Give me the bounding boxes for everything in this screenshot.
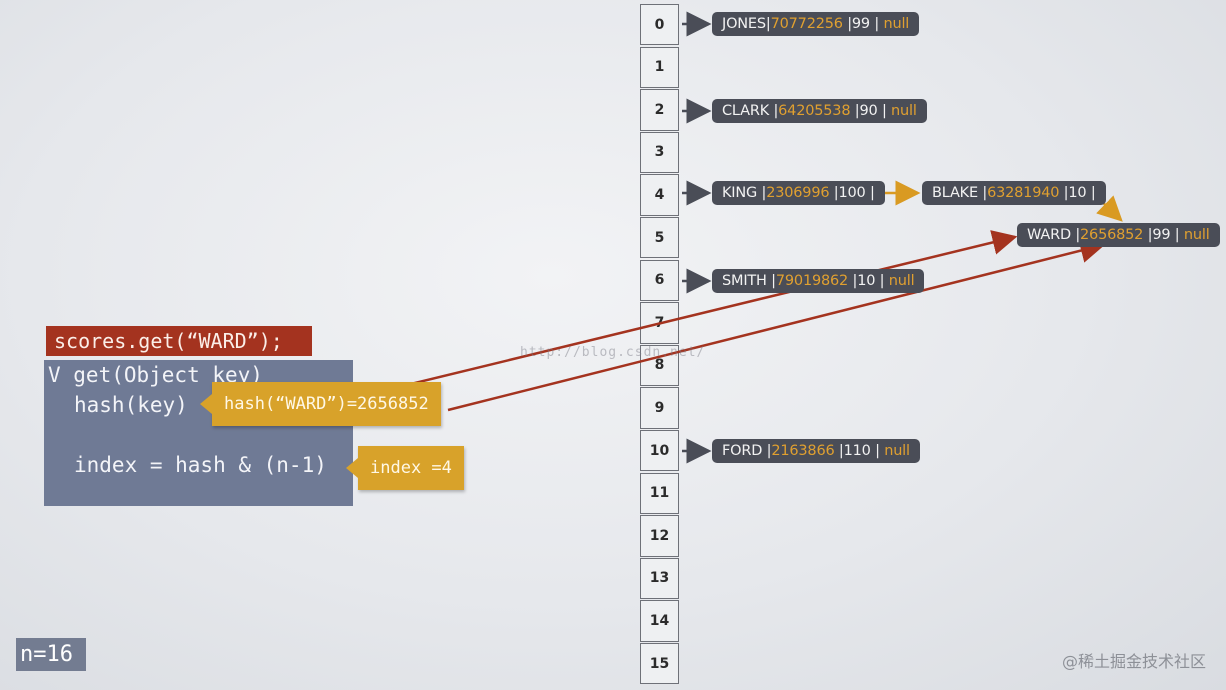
bucket-10: 10 xyxy=(640,430,679,472)
code-line-hash: hash(key) xyxy=(74,393,188,417)
bucket-15: 15 xyxy=(640,643,679,685)
bucket-8: 8 xyxy=(640,344,679,387)
index-result-callout: index =4 xyxy=(346,446,464,490)
hash-result-callout: hash(“WARD”)=2656852 xyxy=(200,382,441,426)
bucket-1: 1 xyxy=(640,46,679,88)
bucket-5: 5 xyxy=(640,217,679,259)
bucket-0: 0 xyxy=(640,4,679,46)
hash-to-ward-arrow-lower xyxy=(447,238,1106,412)
bucket-6: 6 xyxy=(640,259,679,301)
bucket-2: 2 xyxy=(640,89,679,131)
code-line-index: index = hash & (n-1) xyxy=(74,453,327,477)
entry-ward: WARD |2656852 |99 | null xyxy=(1017,223,1220,247)
bucket-13: 13 xyxy=(640,557,679,600)
source-credit: @稀土掘金技术社区 xyxy=(1061,652,1206,671)
entry-king: KING |2306996 |100 | xyxy=(712,181,885,205)
bucket-12: 12 xyxy=(640,515,679,557)
bucket-14: 14 xyxy=(640,600,679,642)
bucket-3: 3 xyxy=(640,131,679,174)
hash-to-ward-arrow-upper xyxy=(344,230,1018,402)
table-size-label: n=16 xyxy=(16,638,86,671)
bucket-4: 4 xyxy=(640,174,679,216)
entry-ford: FORD |2163866 |110 | null xyxy=(712,439,920,463)
entry-blake: BLAKE |63281940 |10 | xyxy=(922,181,1106,205)
entry-jones: JONES|70772256 |99 | null xyxy=(712,12,920,36)
bucket-11: 11 xyxy=(640,472,679,514)
blog-watermark: http://blog.csdn.net/ xyxy=(520,345,706,360)
entry-clark: CLARK |64205538 |90 | null xyxy=(712,99,927,123)
bucket-9: 9 xyxy=(640,387,679,429)
code-block: V get(Object key) hash(key) index = hash… xyxy=(44,360,353,506)
code-line-signature: V get(Object key) xyxy=(48,363,263,387)
get-call-label: scores.get(“WARD”); xyxy=(46,326,312,356)
entry-smith: SMITH |79019862 |10 | null xyxy=(712,269,925,293)
